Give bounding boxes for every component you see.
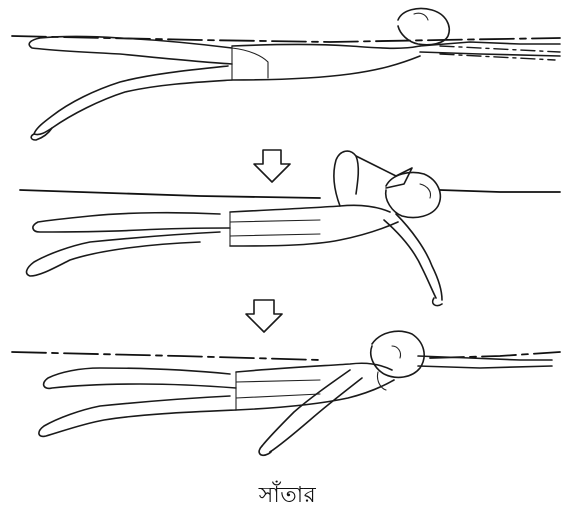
water-line-2-right — [440, 190, 560, 192]
swimmer-2-trunk — [230, 205, 398, 246]
swimmer-frame-1 — [12, 8, 560, 140]
swimmer-1-trunk — [232, 45, 420, 81]
down-arrow-1 — [254, 150, 290, 182]
down-arrow-2 — [246, 300, 282, 332]
swimmer-frame-2 — [20, 151, 560, 306]
swimmer-2-upper-leg — [33, 213, 230, 232]
swimmer-3-head — [371, 331, 424, 377]
swimmer-3-pull-arm — [262, 370, 362, 452]
swimmer-3-ear — [392, 346, 401, 358]
swimmer-2-head — [386, 173, 441, 218]
swimmer-3-trunk — [236, 363, 394, 410]
swimmer-frame-3 — [12, 331, 560, 455]
water-line-3 — [12, 352, 320, 360]
swimmer-1-ear — [414, 13, 428, 20]
water-wake-1 — [440, 46, 560, 52]
water-line-2 — [20, 190, 320, 198]
swimmer-2-pull-arm — [384, 214, 442, 300]
swimmer-2-hand — [356, 156, 412, 188]
swimmer-1-trunks-outline — [232, 46, 268, 80]
figure-caption: সাঁতার — [0, 478, 575, 515]
swimmer-3-lower-leg — [39, 396, 236, 436]
swimmer-3-upper-leg — [44, 368, 236, 388]
swimmer-2-goggle — [420, 184, 431, 198]
swimmer-2-trunks-outline — [230, 212, 320, 246]
swimmer-3-pull-hand — [259, 446, 271, 455]
swimmer-2-lower-leg — [27, 232, 220, 276]
swimmer-2-recovery-arm — [334, 151, 358, 206]
swimmer-2-pull-hand — [433, 298, 442, 306]
swimmer-1-lower-leg — [34, 66, 232, 135]
